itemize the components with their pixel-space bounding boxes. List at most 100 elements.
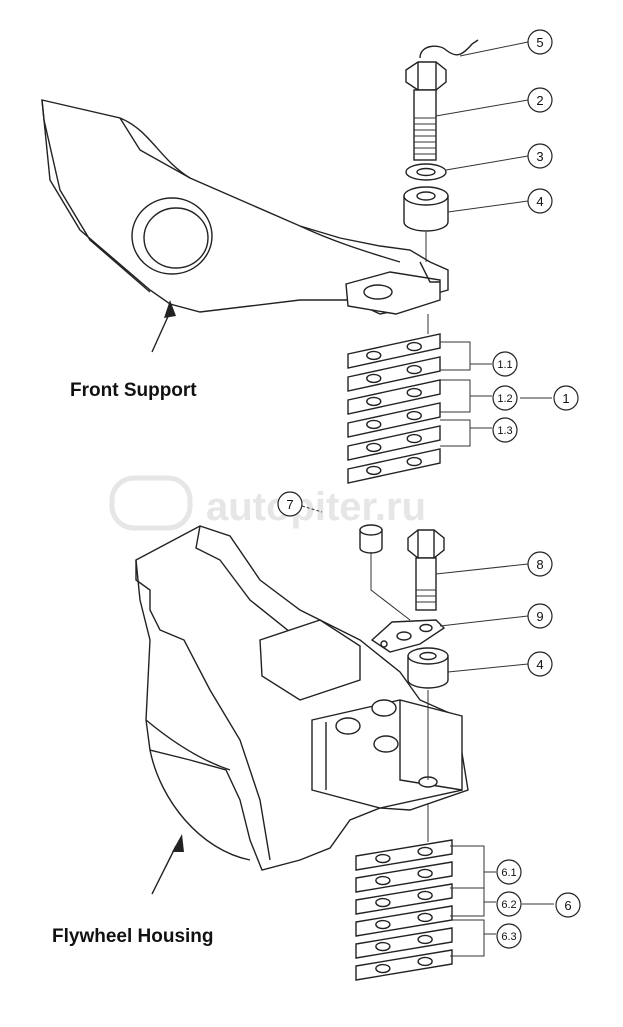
washer-top-hole [416, 167, 436, 177]
watermark: autopiter.ru [109, 475, 426, 531]
callout-6-2: 6.2 [496, 891, 522, 917]
bracket-stud-2 [371, 699, 397, 717]
flywheel-housing-part [135, 525, 469, 871]
callout-1-1: 1.1 [492, 351, 518, 377]
shim-plate-bottom-hole [417, 868, 433, 879]
shim-plate-top-hole [406, 456, 422, 467]
bolt-top [405, 39, 479, 161]
shim-stack-bottom [355, 839, 453, 981]
svg-text:6.3: 6.3 [501, 931, 516, 943]
watermark-logo [109, 475, 193, 531]
callout-8: 8 [527, 551, 553, 577]
svg-text:6.1: 6.1 [501, 867, 516, 879]
spacer-bottom-bore [419, 651, 437, 661]
callout-2: 2 [527, 87, 553, 113]
flywheel-housing-bracket-edges [325, 700, 463, 791]
front-support-rib [299, 225, 401, 263]
shim-plate-top-hole [406, 364, 422, 375]
front-support-part [41, 99, 449, 315]
shim-plate-top-hole [366, 465, 382, 476]
callout-4-top: 4 [527, 188, 553, 214]
spacer-top-body [403, 195, 449, 232]
bracket-stud-1 [335, 717, 361, 735]
front-support-arrow-head [164, 300, 176, 318]
shim-plate-top-hole [406, 433, 422, 444]
front-support-arrow [151, 300, 176, 353]
front-support-pad-edge [419, 261, 440, 283]
spacer-top [403, 186, 449, 232]
lock-plate [370, 619, 446, 653]
callout-6-1: 6.1 [496, 859, 522, 885]
svg-text:2: 2 [536, 93, 543, 108]
lock-plate-hole-2 [419, 623, 433, 633]
shim-plate-top-hole [366, 442, 382, 453]
cap-part [359, 524, 383, 554]
svg-text:4: 4 [536, 194, 543, 209]
flywheel-arrow-shaft [151, 845, 177, 895]
spacer-bottom-body [407, 655, 449, 689]
flywheel-housing-lip [145, 719, 231, 771]
cap-top [359, 524, 383, 536]
shim-plate-bottom-hole [375, 919, 391, 930]
callout-1-3: 1.3 [492, 417, 518, 443]
lock-wire [419, 39, 479, 59]
shim-plate-bottom-hole [375, 941, 391, 952]
callout-6-3: 6.3 [496, 923, 522, 949]
shim-plate-bottom-hole [375, 875, 391, 886]
flywheel-housing-front-edge [135, 560, 271, 861]
shim-plate-bottom-hole [375, 963, 391, 974]
flywheel-housing-boss [259, 619, 361, 701]
svg-text:6: 6 [564, 898, 571, 913]
flywheel-housing-arc [149, 749, 251, 861]
shim-plate-top-hole [366, 419, 382, 430]
shim-plate-top-hole [406, 341, 422, 352]
shim-plate-bottom-hole [417, 934, 433, 945]
bolt-top-shank [413, 89, 437, 161]
shim-brackets-bottom [450, 845, 554, 957]
svg-text:6.2: 6.2 [501, 899, 516, 911]
shim-plate-bottom-hole [375, 897, 391, 908]
bracket-stud-3 [373, 735, 399, 753]
front-support-groove [119, 117, 191, 179]
bolt-bottom-shank [415, 557, 437, 611]
leader-lines [301, 41, 529, 673]
spacer-top-bore [416, 191, 436, 201]
watermark-text: autopiter.ru [206, 485, 426, 529]
lock-plate-hole-1 [396, 631, 412, 641]
flywheel-housing-label: Flywheel Housing [52, 926, 214, 947]
svg-text:3: 3 [536, 149, 543, 164]
shim-plate-bottom-hole [417, 912, 433, 923]
callout-5: 5 [527, 29, 553, 55]
shim-plate-top-hole [366, 373, 382, 384]
front-support-mount-hole [363, 284, 393, 300]
bolt-bottom-thread [416, 589, 436, 603]
callouts: 5 2 3 4 1.1 1.2 1.3 1 [277, 29, 581, 949]
callout-6: 6 [555, 892, 581, 918]
front-support-edge [41, 99, 151, 293]
front-support-arrow-shaft [151, 311, 171, 353]
shim-brackets-top [440, 341, 552, 447]
svg-text:1.1: 1.1 [497, 359, 512, 371]
shim-plate-top-hole [406, 387, 422, 398]
cap-axis-line [370, 552, 411, 621]
shim-plate-top-hole [406, 410, 422, 421]
lock-plate-hole-3 [380, 640, 388, 648]
shim-plate-top-hole [366, 396, 382, 407]
svg-text:9: 9 [536, 609, 543, 624]
shim-plate-bottom-hole [417, 846, 433, 857]
bolt-top-thread [414, 117, 436, 155]
svg-text:1.2: 1.2 [497, 393, 512, 405]
bolt-bottom-head [407, 529, 445, 559]
svg-text:7: 7 [286, 497, 293, 512]
shim-plate-bottom-hole [375, 853, 391, 864]
callout-3: 3 [527, 143, 553, 169]
callout-9: 9 [527, 603, 553, 629]
svg-text:5: 5 [536, 35, 543, 50]
front-support-mount-pad [345, 271, 441, 315]
svg-text:1: 1 [562, 391, 569, 406]
bolt-top-head [405, 61, 447, 91]
svg-text:4: 4 [536, 657, 543, 672]
svg-text:1.3: 1.3 [497, 425, 512, 437]
flywheel-arrow-head [172, 834, 184, 852]
